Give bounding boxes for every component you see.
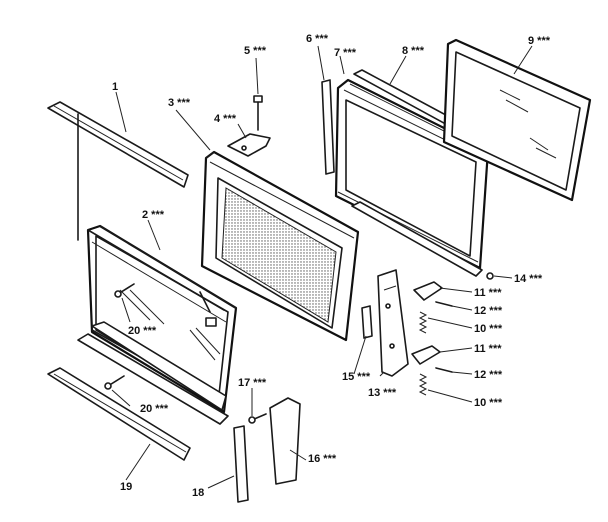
label-part-15: 15 ***	[342, 371, 371, 383]
label-part-10b: 10 ***	[474, 397, 503, 409]
label-part-12a: 12 ***	[474, 305, 503, 317]
part-5-screw	[253, 95, 263, 131]
part-15-clip	[361, 305, 373, 339]
part-14-screw	[486, 272, 494, 280]
label-part-17: 17 ***	[238, 377, 267, 389]
lower-frame-strip	[351, 201, 483, 277]
part-10-springs	[418, 311, 428, 396]
label-part-11b: 11 ***	[474, 343, 502, 355]
part-20-screws	[104, 283, 135, 390]
label-part-16: 16 ***	[308, 453, 337, 465]
part-17-screw	[248, 413, 267, 424]
part-3-door-frame	[200, 150, 360, 342]
part-2-outer-glass-panel	[86, 224, 238, 414]
label-part-10a: 10 ***	[474, 323, 503, 335]
label-part-1: 1	[112, 81, 118, 93]
part-4-bracket	[227, 133, 271, 157]
label-part-5: 5 ***	[244, 45, 267, 57]
label-part-20b: 20 ***	[140, 403, 169, 415]
label-part-6: 6 ***	[306, 33, 329, 45]
part-11-hinge-arms	[411, 281, 443, 365]
label-part-2: 2 ***	[142, 209, 165, 221]
part-16-side-trim	[269, 397, 301, 485]
leader-lines	[111, 45, 533, 489]
part-12-screws	[435, 301, 453, 373]
label-part-13: 13 ***	[368, 387, 397, 399]
label-part-12b: 12 ***	[474, 369, 503, 381]
part-6-side-strip	[321, 79, 335, 175]
part-18-strip	[233, 425, 249, 503]
label-part-7: 7 ***	[334, 47, 357, 59]
label-part-9: 9 ***	[528, 35, 551, 47]
label-part-11a: 11 ***	[474, 287, 502, 299]
label-part-4: 4 ***	[214, 113, 237, 125]
label-part-3: 3 ***	[168, 97, 191, 109]
label-part-8: 8 ***	[402, 45, 425, 57]
part-13-hinge	[377, 269, 409, 377]
label-part-20a: 20 ***	[128, 325, 157, 337]
part-1-top-trim	[47, 101, 189, 241]
part-19-bottom-trim	[47, 333, 229, 461]
part-9-glass	[442, 38, 592, 202]
part-8-inner-frame	[334, 78, 490, 270]
part-labels: 1 2 *** 3 *** 4 *** 5 *** 6 *** 7 *** 8 …	[112, 33, 551, 499]
label-part-19: 19	[120, 481, 132, 493]
label-part-18: 18	[192, 487, 204, 499]
label-part-14: 14 ***	[514, 273, 543, 285]
